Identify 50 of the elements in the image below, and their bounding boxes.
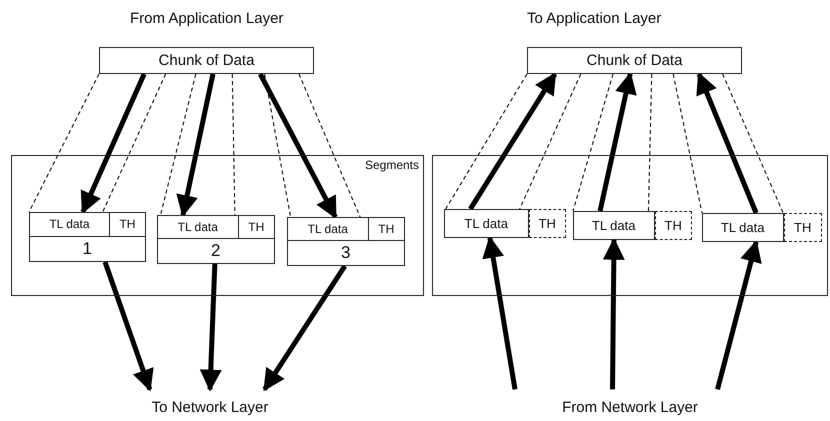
- arrow: [482, 236, 518, 390]
- arrow: [598, 72, 637, 212]
- segments-panel: [432, 155, 828, 296]
- data-chunk-box: Chunk of Data: [99, 47, 314, 74]
- data-chunk-box: Chunk of Data: [527, 47, 742, 74]
- header-label: TH: [238, 216, 274, 240]
- data-label: TL data: [158, 216, 239, 240]
- layer-label: To Network Layer: [140, 396, 280, 418]
- dashed-line: [298, 74, 361, 218]
- header-label: TH: [368, 218, 404, 242]
- arrow: [602, 238, 625, 390]
- segment-number: 2: [210, 240, 222, 262]
- data-box: TL data: [444, 208, 529, 238]
- dashed-line: [648, 74, 652, 212]
- segment-box: [156, 214, 275, 264]
- header-label: TH: [110, 212, 145, 237]
- dashed-line: [28, 74, 100, 212]
- dashed-line: [445, 74, 528, 210]
- data-label: TL data: [30, 212, 110, 237]
- dashed-line: [672, 74, 702, 214]
- dashed-line: [722, 74, 784, 214]
- arrow: [696, 72, 758, 214]
- arrow: [102, 261, 154, 392]
- layer-label: To Application Layer: [527, 10, 662, 27]
- segment-box: [286, 216, 405, 266]
- data-box: TL data: [572, 210, 655, 240]
- dashed-line: [160, 74, 196, 216]
- header-box: TH: [654, 210, 692, 240]
- arrow: [80, 72, 146, 214]
- segment-number: 3: [340, 242, 352, 264]
- dashed-line: [102, 74, 166, 212]
- arrow: [200, 264, 222, 392]
- arrow: [468, 72, 558, 210]
- segment-box: [28, 212, 146, 262]
- data-label: TL data: [288, 218, 369, 242]
- dashed-line: [232, 74, 236, 216]
- arrow: [258, 72, 338, 219]
- arrow: [715, 240, 762, 390]
- arrow: [176, 73, 216, 218]
- header-box: TH: [784, 212, 822, 242]
- arrow: [262, 264, 347, 392]
- layer-label: From Network Layer: [505, 396, 755, 418]
- dashed-line: [264, 74, 292, 218]
- dashed-line: [519, 74, 582, 210]
- segment-number: 1: [81, 238, 93, 260]
- layer-label: From Application Layer: [130, 10, 284, 27]
- header-box: TH: [528, 208, 566, 238]
- segments-panel: [11, 155, 424, 296]
- panel-title: Segments: [364, 158, 419, 172]
- data-box: TL data: [702, 212, 784, 242]
